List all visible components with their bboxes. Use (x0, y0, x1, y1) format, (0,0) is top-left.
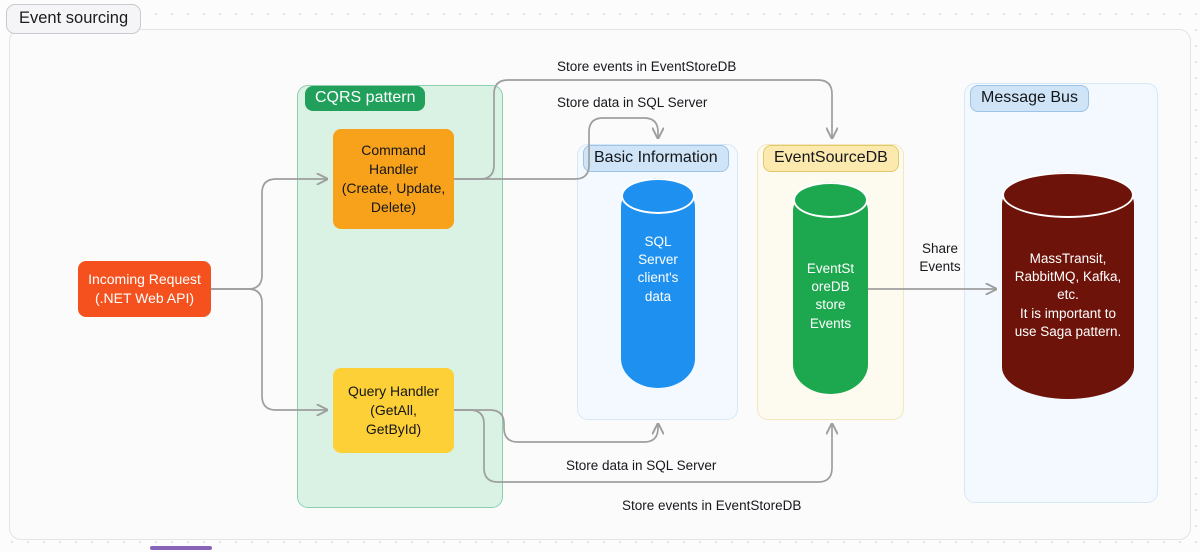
edge-label-store-data-bottom: Store data in SQL Server (566, 458, 717, 473)
node-command-handler[interactable]: Command Handler (Create, Update, Delete) (333, 129, 454, 229)
cylinder-label-sql-server: SQL Server client's data (637, 234, 679, 304)
cylinder-top-ellipse (1002, 172, 1134, 218)
cylinder-sql-server[interactable]: SQL Server client's data (621, 178, 695, 388)
node-incoming-request[interactable]: Incoming Request (.NET Web API) (78, 261, 211, 317)
group-label-basic-information: Basic Information (583, 145, 729, 173)
node-query-handler[interactable]: Query Handler (GetAll, GetById) (333, 368, 454, 453)
cylinder-label-message-broker: MassTransit, RabbitMQ, Kafka, etc. It is… (1014, 251, 1122, 339)
cylinder-top-ellipse (621, 178, 695, 214)
group-label-cqrs-pattern: CQRS pattern (305, 86, 426, 112)
horizontal-scrollbar[interactable] (150, 546, 212, 550)
group-label-eventsourcedb: EventSourceDB (763, 145, 899, 173)
edge-label-store-events-top: Store events in EventStoreDB (557, 59, 737, 74)
cylinder-message-broker[interactable]: MassTransit, RabbitMQ, Kafka, etc. It is… (1002, 172, 1134, 399)
edge-label-share-events: Share Events (919, 241, 961, 274)
cylinder-eventstoredb[interactable]: EventSt oreDB store Events (793, 182, 868, 394)
page-title[interactable]: Event sourcing (6, 4, 142, 34)
cylinder-top-ellipse (793, 182, 868, 218)
edge-label-store-data-top: Store data in SQL Server (557, 95, 708, 110)
group-label-message-bus: Message Bus (970, 85, 1089, 113)
edge-label-store-events-bottom: Store events in EventStoreDB (622, 498, 802, 513)
cylinder-label-eventstoredb: EventSt oreDB store Events (806, 261, 855, 331)
